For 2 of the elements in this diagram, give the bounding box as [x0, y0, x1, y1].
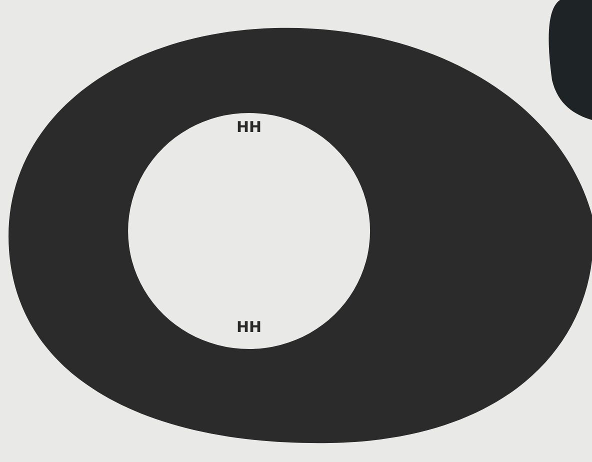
marking-text: HH: [236, 120, 262, 135]
marking-text: HH: [236, 320, 262, 335]
